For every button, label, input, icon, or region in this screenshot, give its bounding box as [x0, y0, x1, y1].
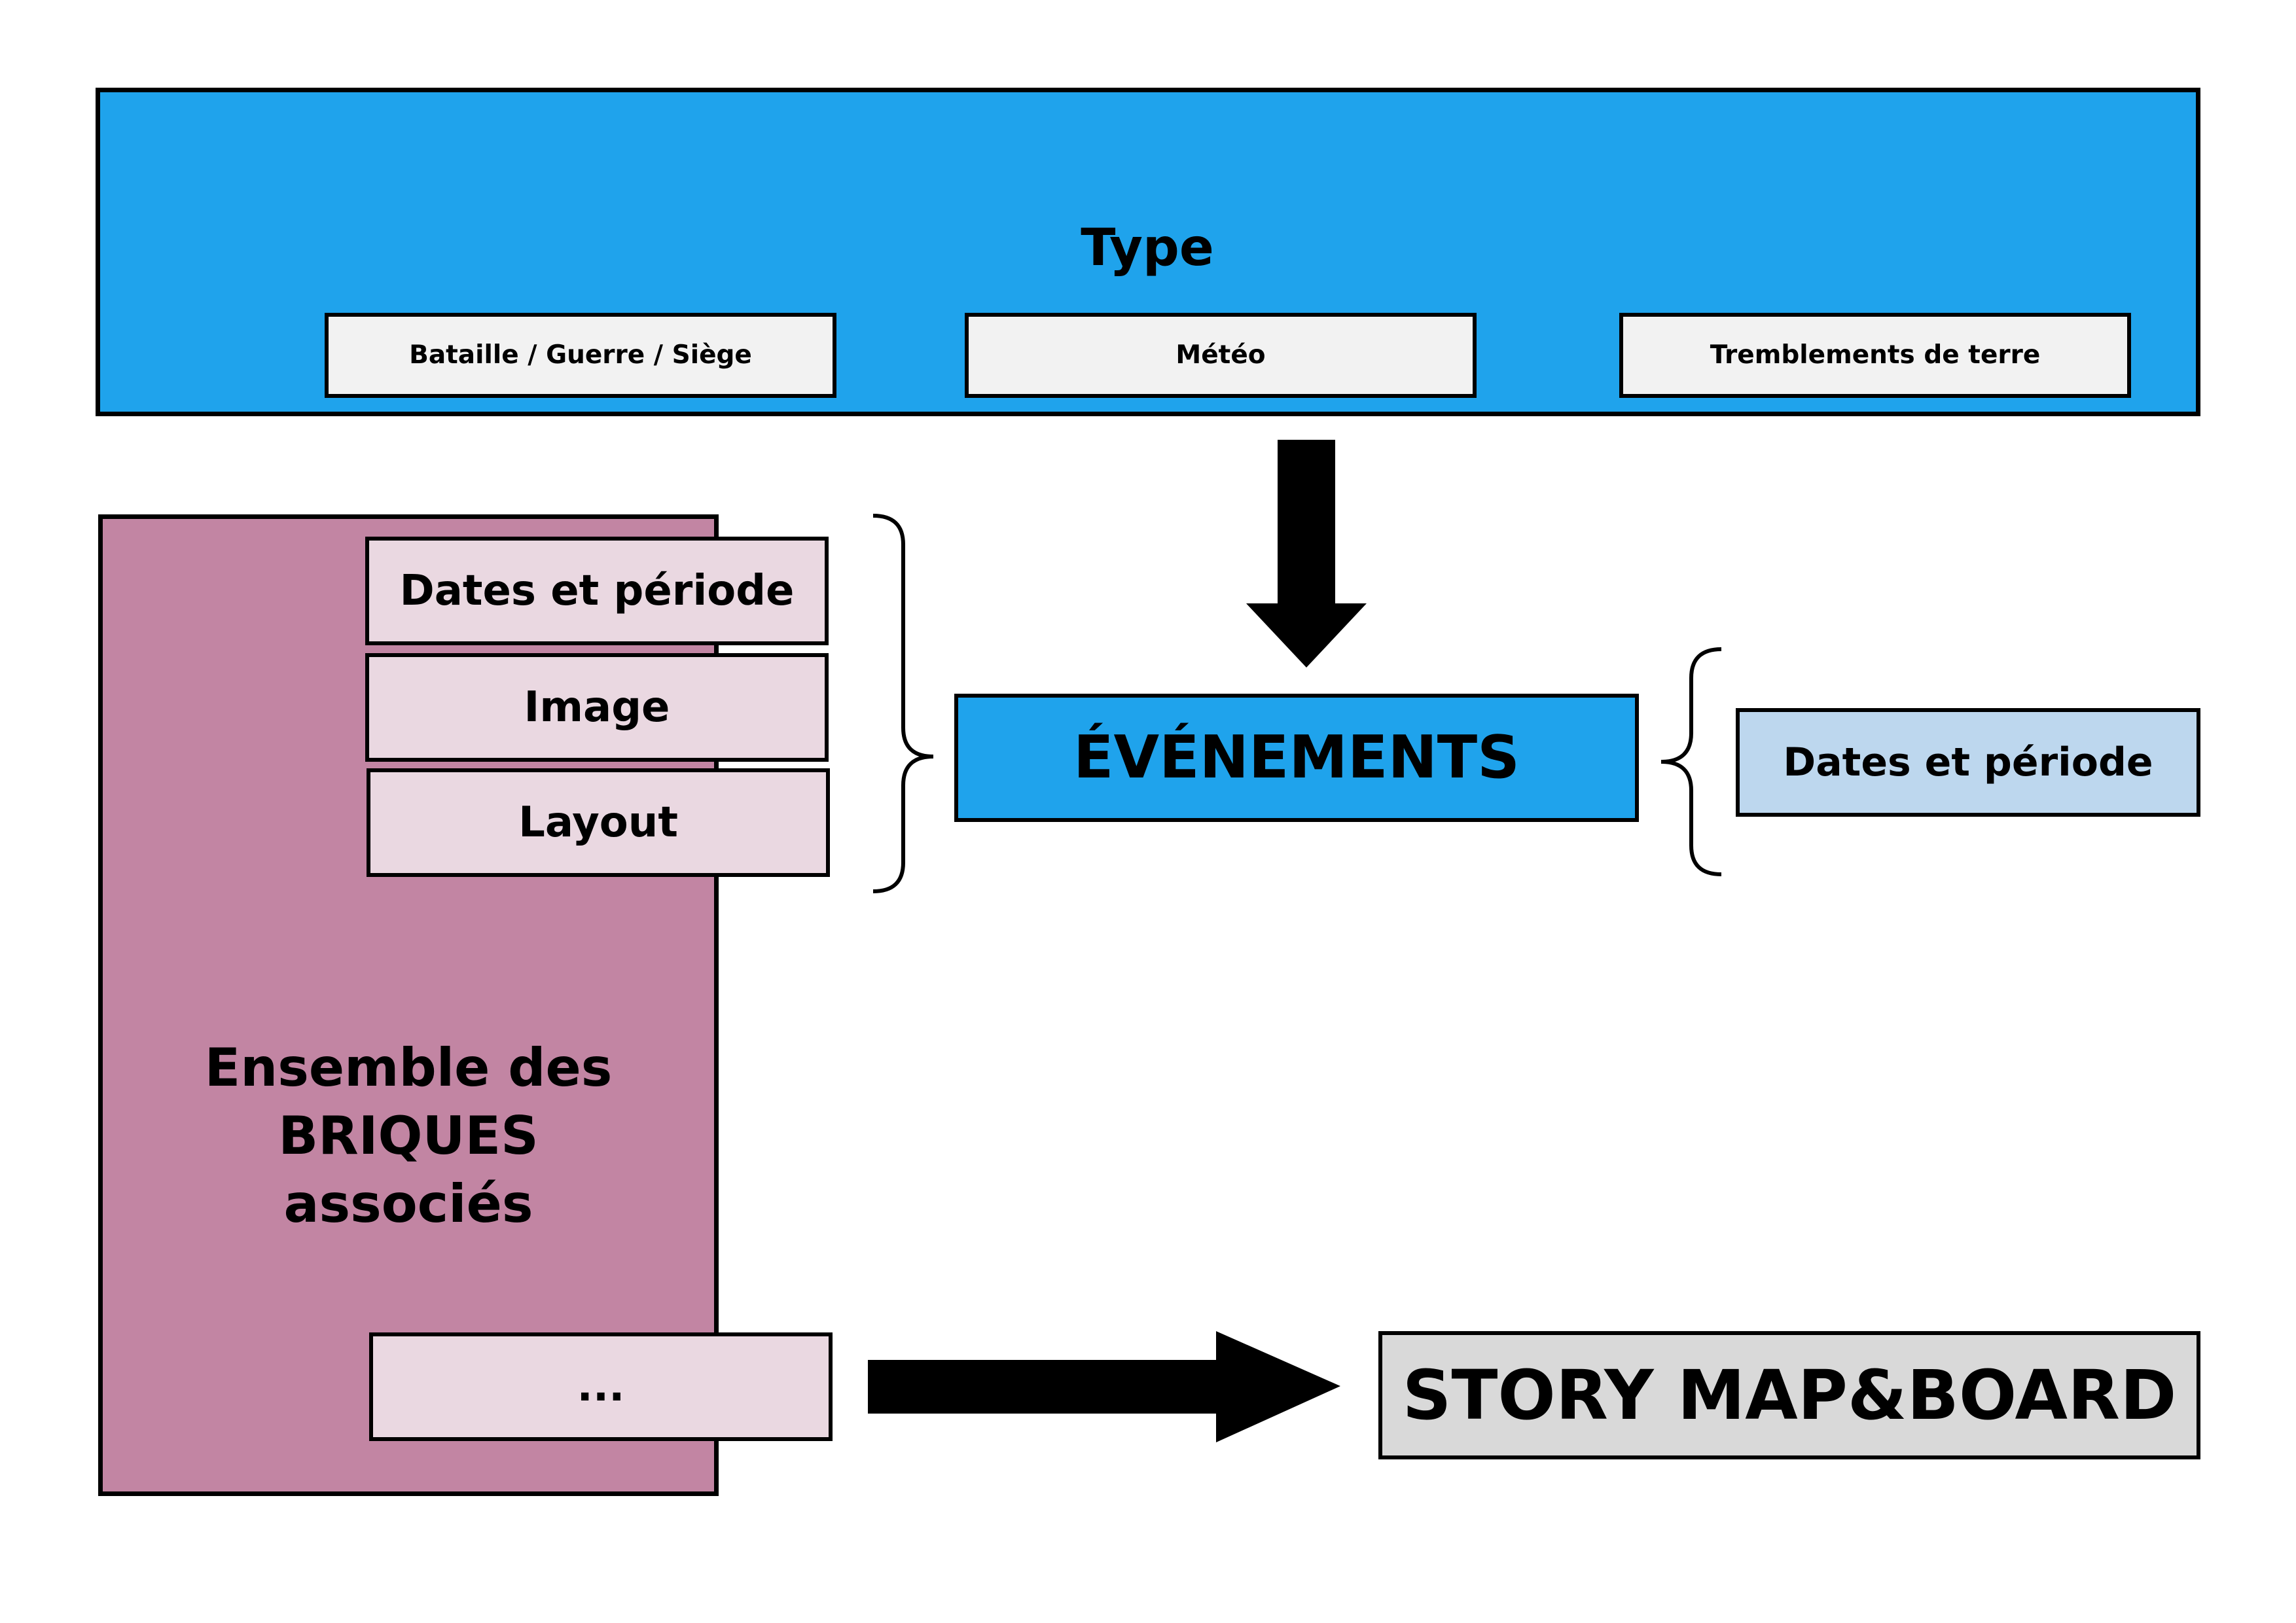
brick-image: Image: [365, 653, 829, 762]
brick-more: ...: [369, 1332, 833, 1441]
event-attribute-dates: Dates et période: [1736, 708, 2200, 817]
type-title: Type: [1081, 219, 1214, 277]
down-arrow: [1246, 440, 1367, 668]
right-arrow: [868, 1331, 1340, 1442]
brick-layout: Layout: [367, 768, 830, 877]
story-map-board-box: STORY MAP&BOARD: [1378, 1331, 2200, 1459]
event-attribute-brace: [1660, 647, 1722, 876]
brick-dates: Dates et période: [365, 537, 829, 645]
type-item-meteo: Météo: [965, 313, 1477, 398]
bricks-brace: [872, 514, 934, 893]
events-box: ÉVÉNEMENTS: [954, 694, 1639, 822]
type-item-tremblements: Tremblements de terre: [1619, 313, 2131, 398]
briques-label: Ensemble des BRIQUES associés: [204, 1037, 613, 1234]
type-item-bataille: Bataille / Guerre / Siège: [325, 313, 836, 398]
